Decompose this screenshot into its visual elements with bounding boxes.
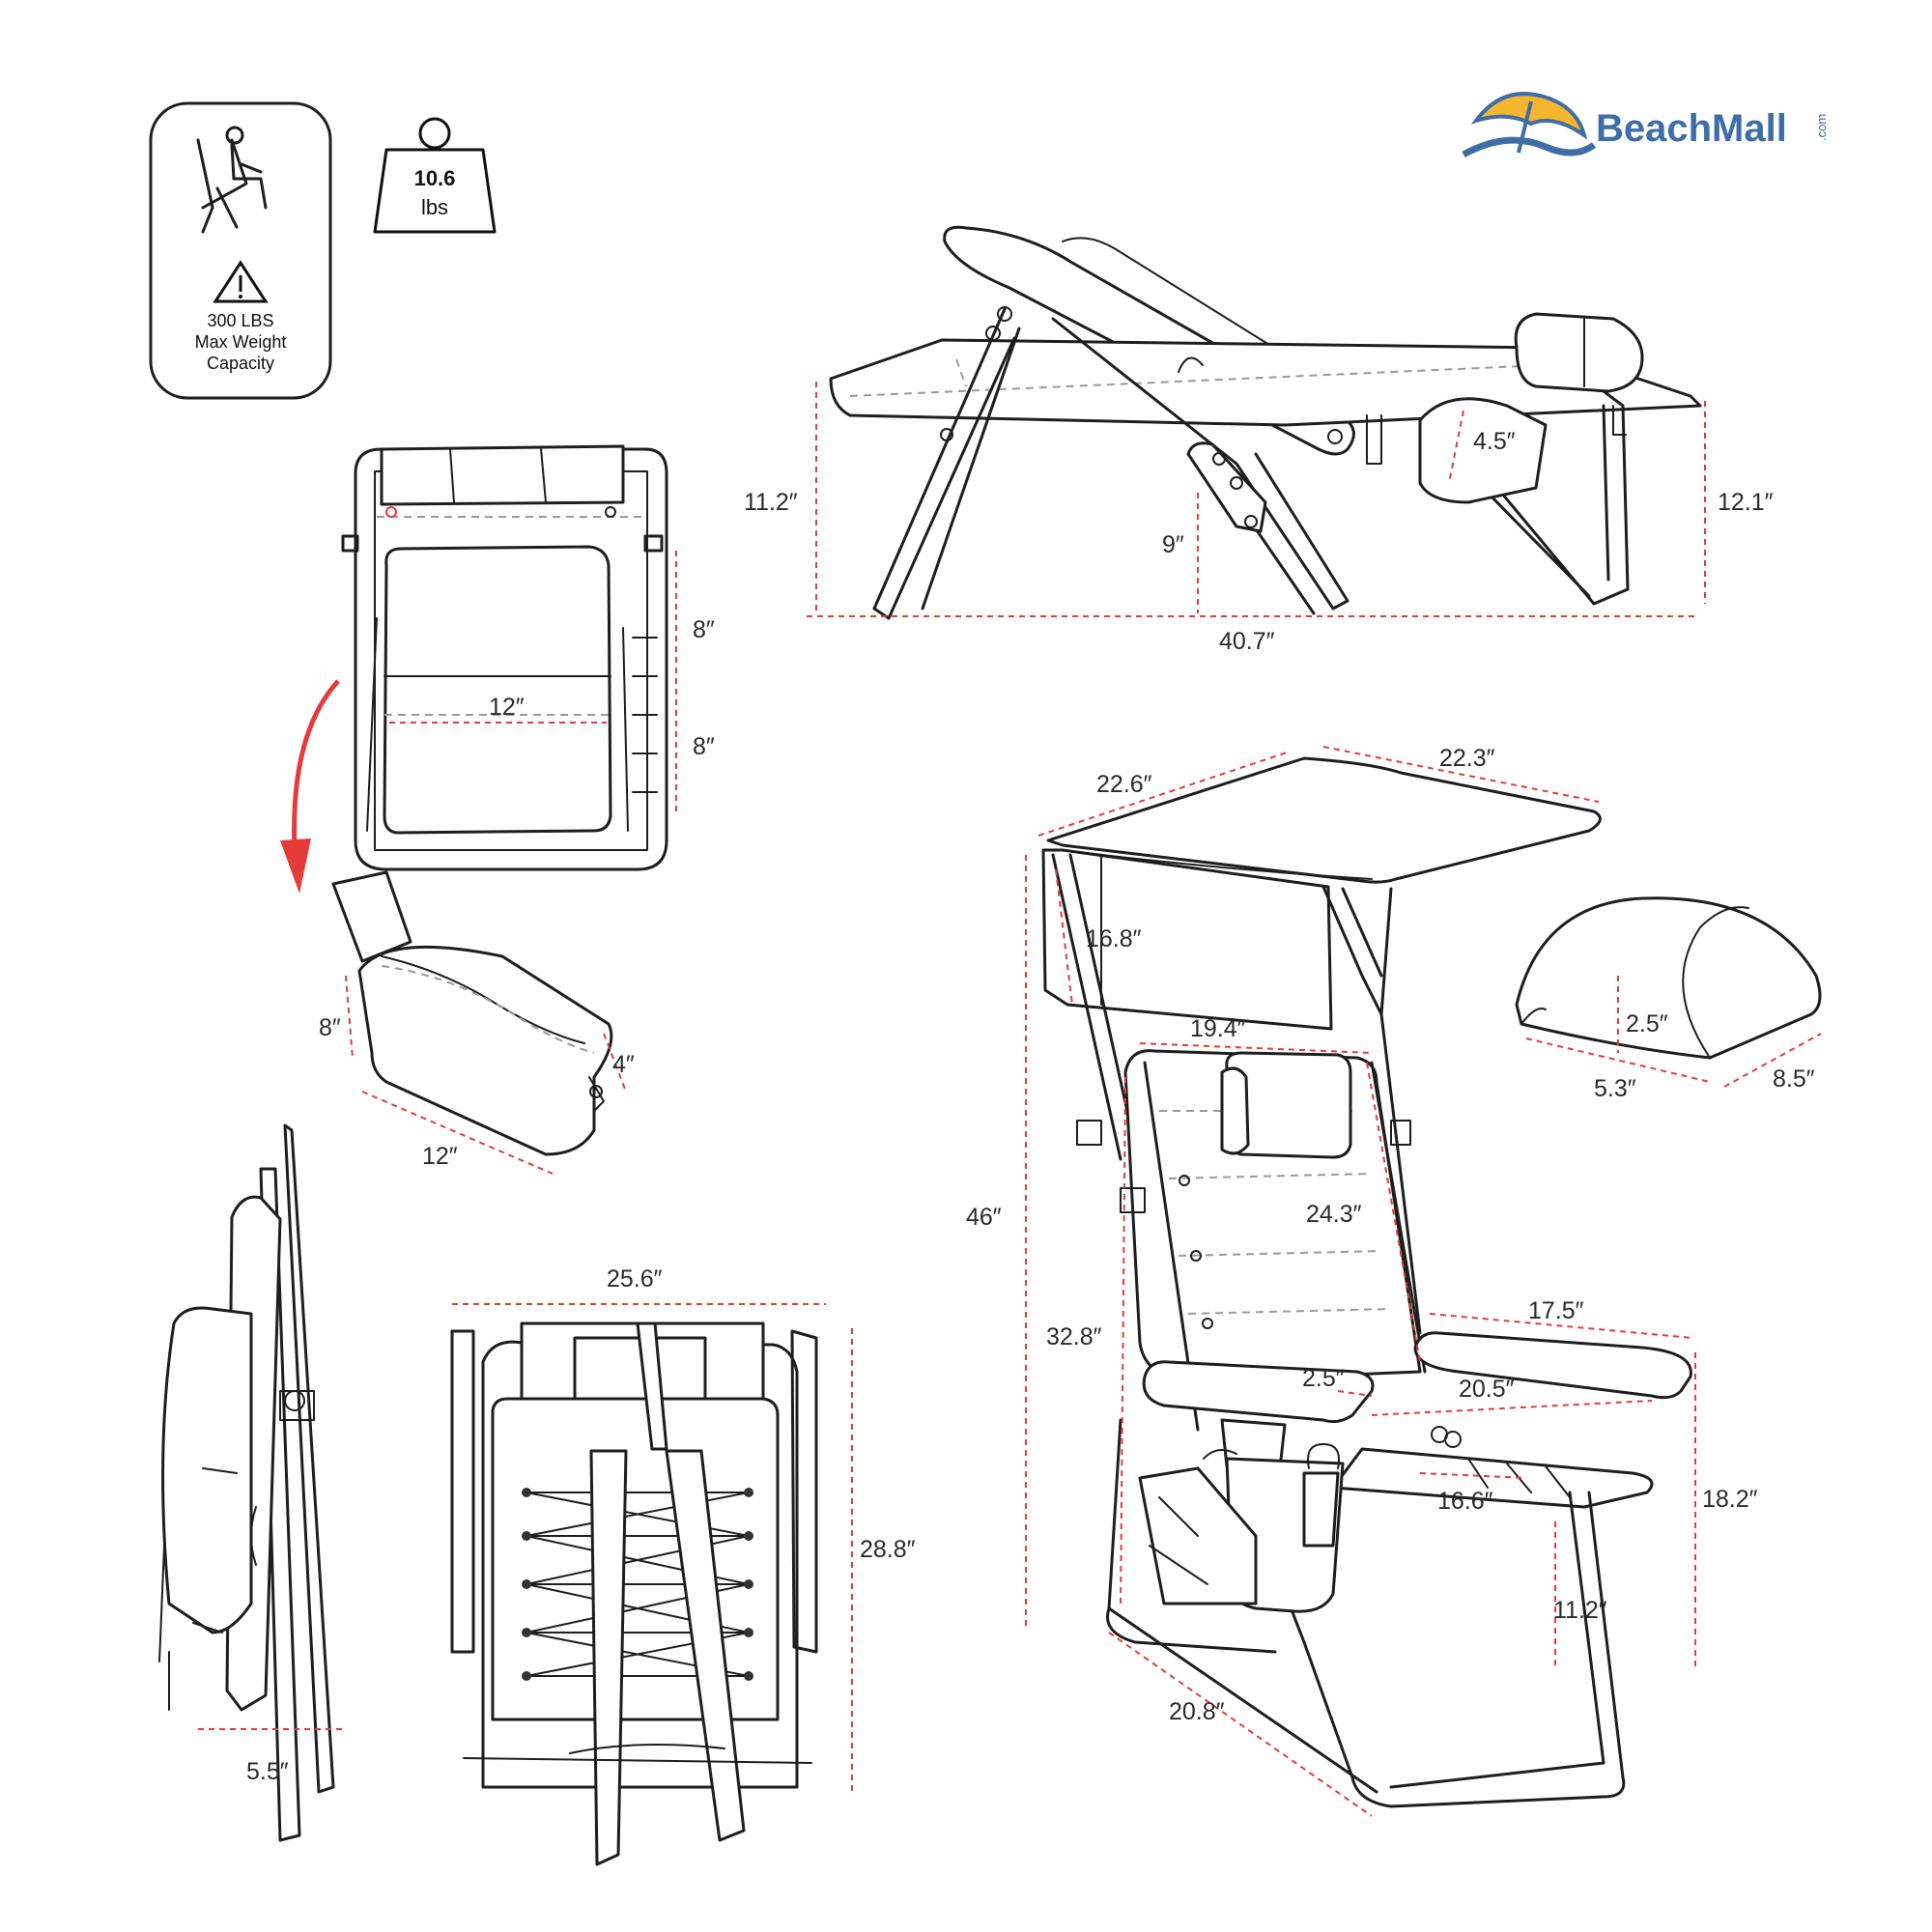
weight-unit: lbs <box>421 195 448 219</box>
dim-canopy-right: 22.3″ <box>1439 745 1495 772</box>
dim-reclined-pouch: 4.5″ <box>1473 428 1516 455</box>
logo-suffix: .com <box>1814 114 1829 141</box>
capacity-badge: 300 LBS Max Weight Capacity <box>149 101 332 400</box>
warning-icon <box>213 260 269 303</box>
dim-reclined-right-height: 12.1″ <box>1718 489 1774 516</box>
side-folded-drawing <box>158 1123 335 1842</box>
dim-back-height: 24.3″ <box>1306 1201 1362 1228</box>
dim-back-pouch-upper: 8″ <box>693 616 715 643</box>
wave-icon <box>1462 136 1597 158</box>
weight-badge: 10.6 lbs <box>373 117 497 234</box>
dimension-labels: 11.2″ 9″ 40.7″ 4.5″ 12.1″ 8″ 8″ 12″ 8″ 4… <box>246 428 1815 1785</box>
seated-person-icon <box>196 126 268 234</box>
curved-arrow-icon <box>280 679 340 894</box>
dim-seat-depth: 16.6″ <box>1437 1488 1493 1515</box>
back-pouch-drawing <box>341 444 668 871</box>
dim-base-width: 20.8″ <box>1169 1698 1225 1725</box>
dim-reclined-length: 40.7″ <box>1219 628 1275 655</box>
reclined-chair-drawing <box>829 225 1702 620</box>
dimension-lines <box>198 382 1822 1817</box>
capacity-line2: Max Weight <box>195 332 287 352</box>
capacity-line3: Capacity <box>207 354 274 373</box>
dim-seat-height: 11.2″ <box>1553 1597 1607 1624</box>
dim-cooler-width: 12″ <box>422 1143 458 1170</box>
dim-folded-thickness: 5.5″ <box>246 1758 289 1785</box>
dim-canopy-left: 22.6″ <box>1096 771 1152 798</box>
dim-reclined-left-height: 11.2″ <box>744 489 798 516</box>
upright-chair-drawing <box>1041 756 1692 1808</box>
dim-total-height: 46″ <box>966 1204 1002 1231</box>
beachmall-logo: BeachMall .com <box>1462 92 1829 158</box>
dim-armrest-length: 17.5″ <box>1528 1297 1584 1324</box>
folded-back-drawing <box>450 1321 818 1866</box>
cooler-drawing <box>331 870 613 1156</box>
dim-cooler-depth: 4″ <box>612 1051 635 1078</box>
dim-back-pouch-width: 12″ <box>489 694 525 721</box>
dim-folded-height: 28.8″ <box>860 1536 916 1563</box>
dim-seat-to-top: 32.8″ <box>1046 1323 1102 1350</box>
dim-folded-width: 25.6″ <box>607 1265 663 1293</box>
dim-pillow-width: 5.3″ <box>1594 1075 1636 1102</box>
weight-value: 10.6 <box>414 166 456 190</box>
dim-seat-width: 20.5″ <box>1459 1376 1515 1403</box>
weight-icon <box>373 117 497 234</box>
umbrella-icon <box>1470 92 1588 140</box>
dim-armrest-thickness: 2.5″ <box>1302 1365 1345 1392</box>
dim-cooler-height: 8″ <box>319 1014 341 1041</box>
capacity-line1: 300 LBS <box>207 311 273 330</box>
foot-pillow-drawing <box>1515 896 1822 1060</box>
dim-pillow-height: 2.5″ <box>1626 1010 1668 1037</box>
dim-canopy-drop: 16.8″ <box>1086 925 1142 952</box>
dim-pillow-length: 8.5″ <box>1773 1065 1815 1093</box>
dim-reclined-seat-height: 9″ <box>1162 531 1184 558</box>
logo-name: BeachMall <box>1596 107 1787 150</box>
dim-back-pouch-lower: 8″ <box>693 733 715 760</box>
dim-arm-height: 18.2″ <box>1702 1486 1758 1513</box>
dim-back-width: 19.4″ <box>1190 1015 1246 1042</box>
